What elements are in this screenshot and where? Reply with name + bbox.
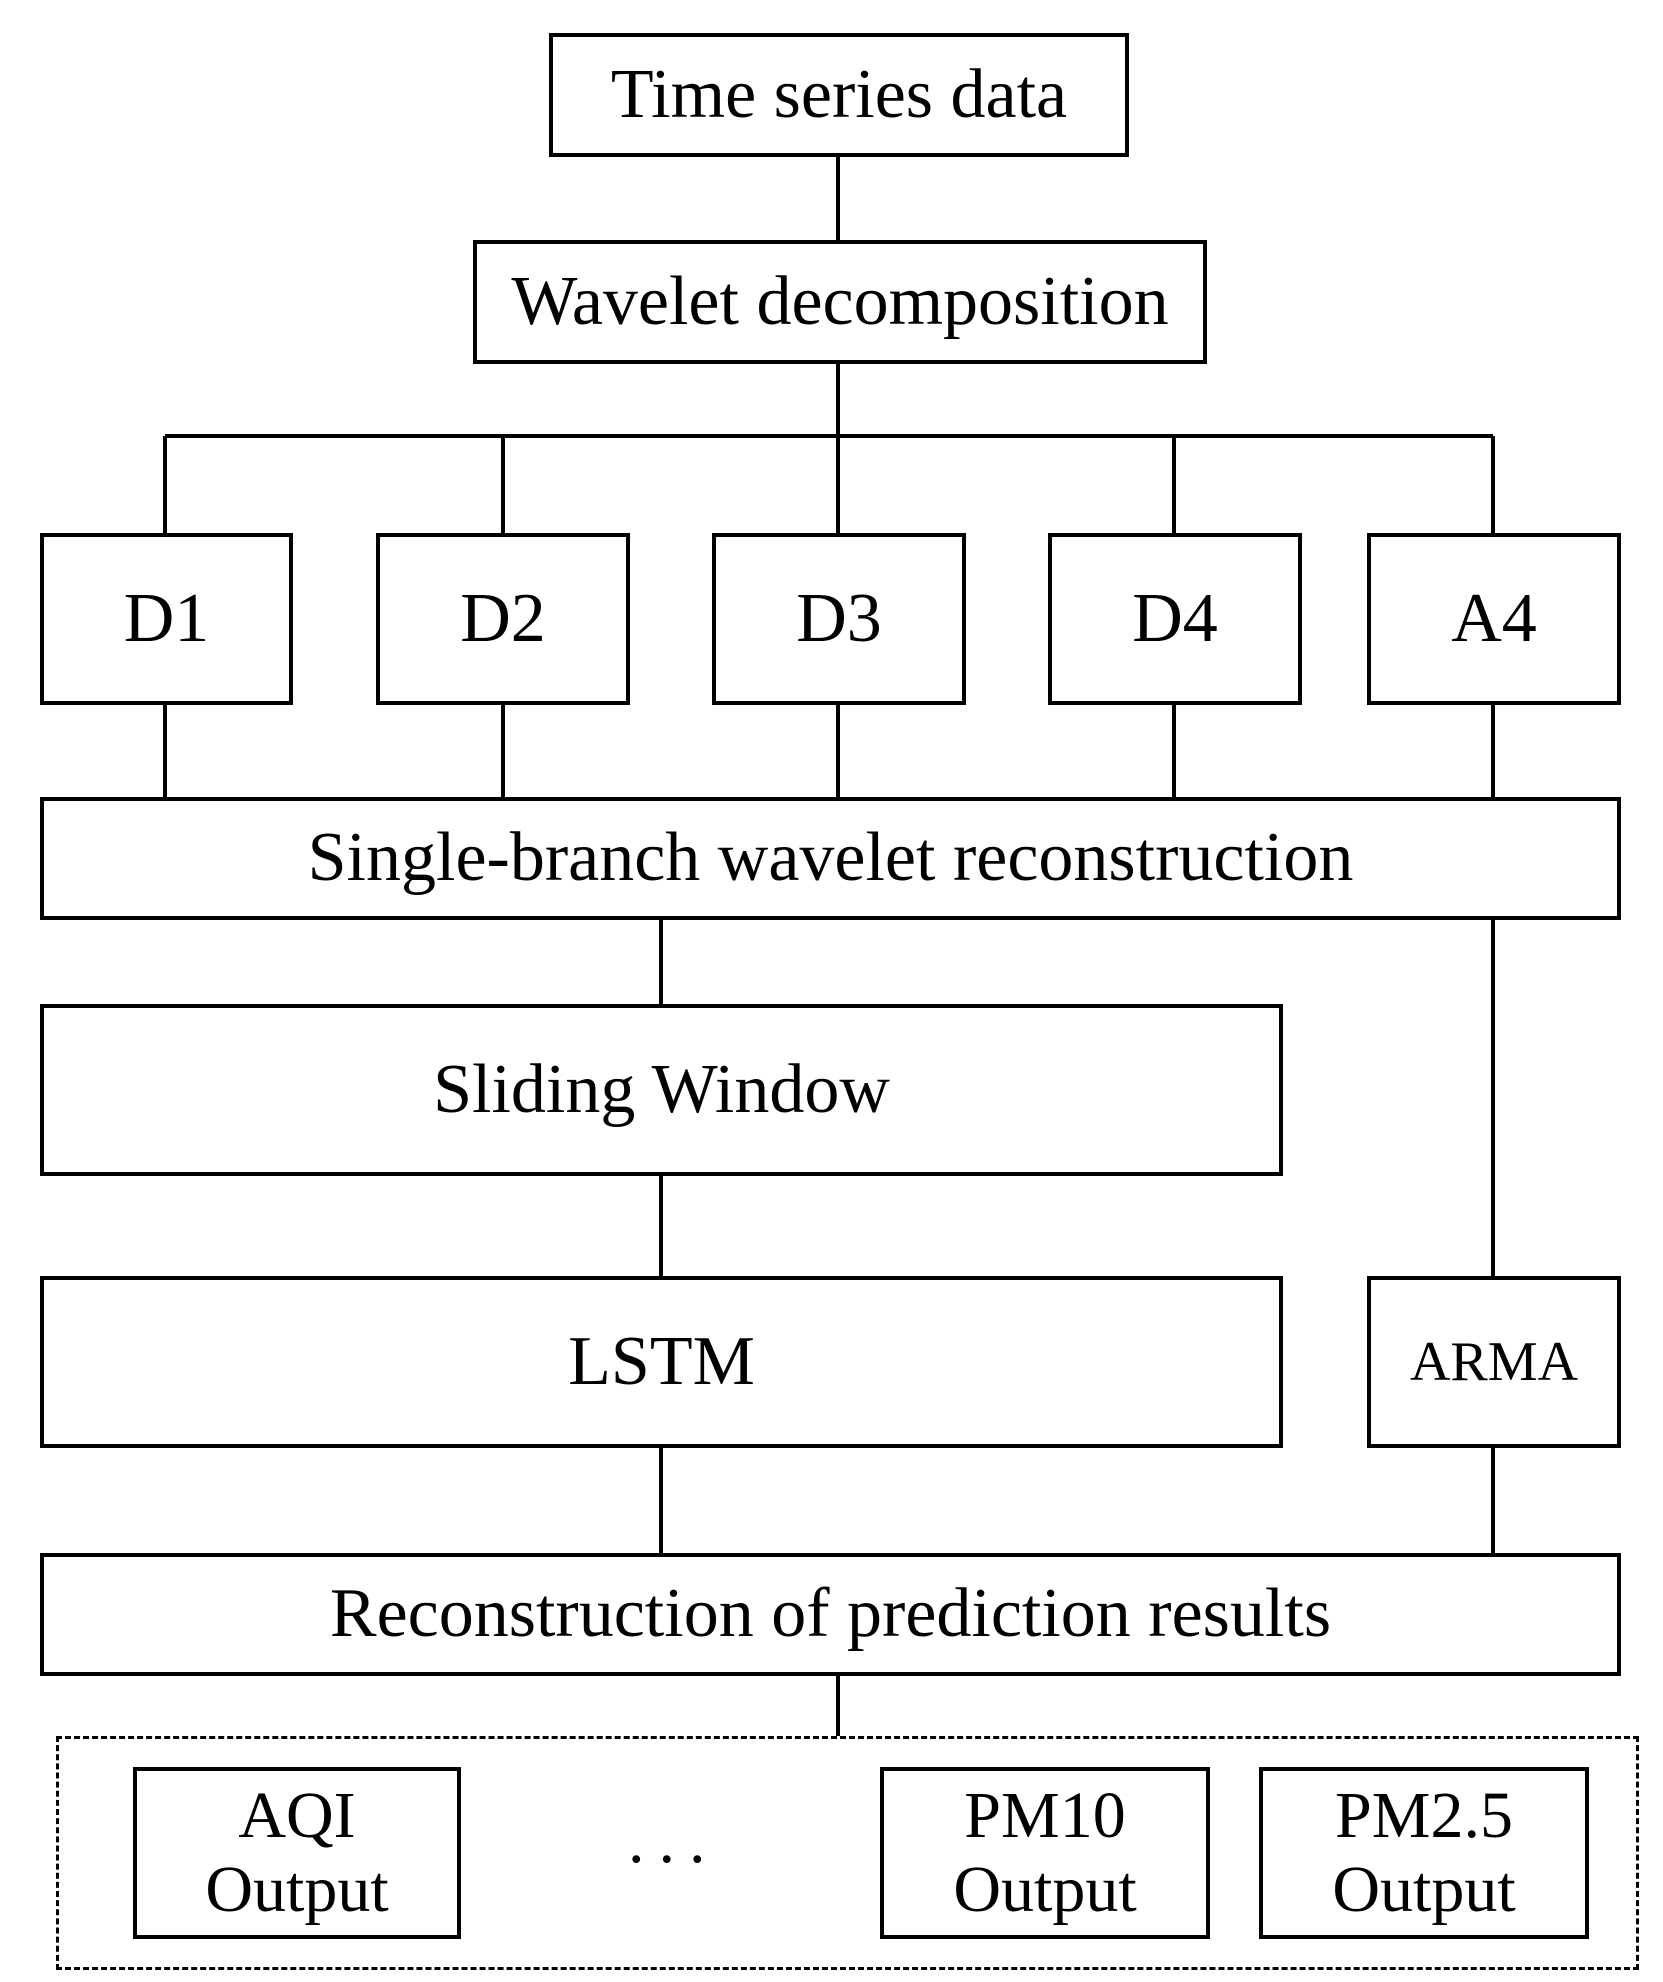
aqi-output-label: AQI Output <box>205 1779 389 1926</box>
pm10-output-label: PM10 Output <box>953 1779 1137 1926</box>
pm25-output-label: PM2.5 Output <box>1332 1779 1516 1926</box>
outputs-group <box>56 1736 1639 1970</box>
single-branch-reconstruction-label: Single-branch wavelet reconstruction <box>307 819 1354 897</box>
pm25-output-box: PM2.5 Output <box>1259 1767 1589 1939</box>
arma-label: ARMA <box>1409 1330 1579 1393</box>
lstm-label: LSTM <box>568 1322 755 1400</box>
arma-box: ARMA <box>1367 1276 1621 1448</box>
single-branch-reconstruction-box: Single-branch wavelet reconstruction <box>40 797 1621 920</box>
d4-box: D4 <box>1048 533 1302 705</box>
d2-label: D2 <box>460 579 546 657</box>
outputs-ellipsis: ... <box>628 1804 720 1877</box>
d1-box: D1 <box>40 533 293 705</box>
time-series-data-label: Time series data <box>610 55 1068 133</box>
d3-label: D3 <box>796 579 882 657</box>
prediction-reconstruction-label: Reconstruction of prediction results <box>329 1575 1332 1653</box>
a4-box: A4 <box>1367 533 1621 705</box>
a4-label: A4 <box>1451 579 1537 657</box>
d3-box: D3 <box>712 533 966 705</box>
pm10-output-box: PM10 Output <box>880 1767 1210 1939</box>
prediction-reconstruction-box: Reconstruction of prediction results <box>40 1553 1621 1676</box>
sliding-window-label: Sliding Window <box>433 1050 890 1128</box>
d2-box: D2 <box>376 533 630 705</box>
wavelet-decomposition-box: Wavelet decomposition <box>473 240 1207 364</box>
aqi-output-box: AQI Output <box>133 1767 461 1939</box>
d1-label: D1 <box>123 579 210 657</box>
time-series-data-box: Time series data <box>549 33 1129 157</box>
wavelet-decomposition-label: Wavelet decomposition <box>511 262 1169 340</box>
sliding-window-box: Sliding Window <box>40 1004 1283 1176</box>
d4-label: D4 <box>1132 579 1218 657</box>
lstm-box: LSTM <box>40 1276 1283 1448</box>
